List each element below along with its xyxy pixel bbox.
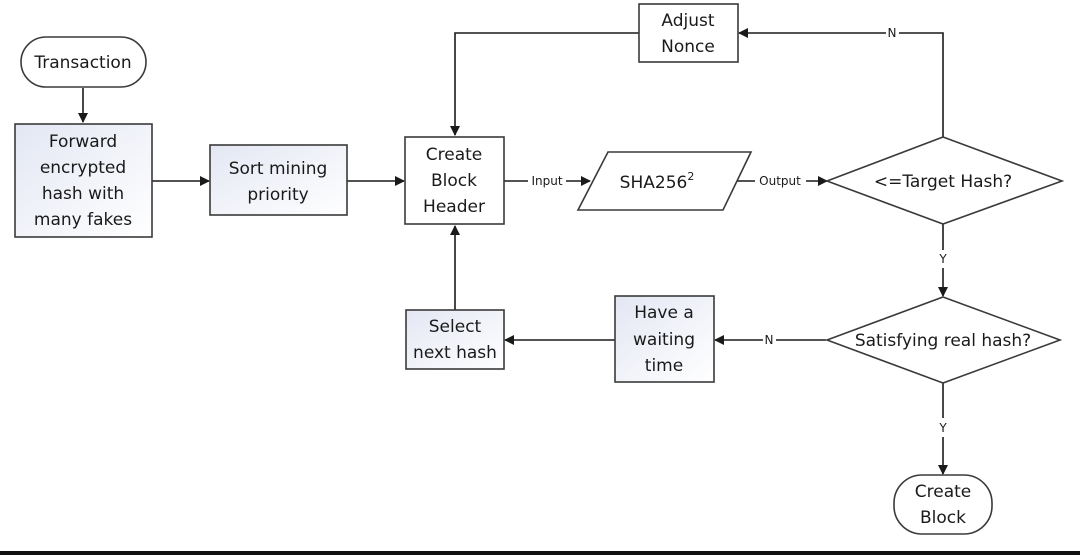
- decision-shape: [824, 136, 1065, 225]
- node-target-hash-label: <=Target Hash?: [874, 172, 1012, 192]
- node-select: Select next hash: [405, 309, 505, 370]
- edges: [78, 28, 948, 475]
- node-create-header-line-3: Header: [423, 197, 485, 217]
- node-sha256: SHA2562: [576, 151, 753, 211]
- node-forward-line-4: many fakes: [34, 210, 132, 230]
- node-adjust-nonce: Adjust Nonce: [638, 3, 739, 63]
- bottom-border: [0, 551, 1080, 555]
- edge-label-target-yes: Y: [938, 252, 947, 266]
- node-wait-line-1: Have a: [634, 303, 694, 323]
- node-create-block: Create Block: [893, 474, 993, 535]
- edge-label-satisfy-no: N: [765, 333, 774, 347]
- data-shape: [576, 151, 753, 211]
- edge-target-no-up: [899, 32, 944, 137]
- process-shape: [209, 144, 348, 216]
- node-forward-line-2: encrypted: [40, 158, 126, 178]
- node-sort: Sort mining priority: [209, 144, 348, 216]
- node-target-hash: <=Target Hash?: [824, 136, 1065, 225]
- terminator-shape: [20, 36, 147, 88]
- node-forward: Forward encrypted hash with many fakes: [14, 123, 153, 238]
- node-select-line-2: next hash: [413, 343, 497, 363]
- sha-superscript: 2: [687, 170, 694, 183]
- node-forward-line-1: Forward: [49, 132, 117, 152]
- node-create-header-line-2: Block: [431, 171, 477, 191]
- process-shape: [404, 136, 505, 225]
- node-sha256-label: SHA2562: [620, 170, 695, 193]
- node-create-block-line-1: Create: [915, 482, 972, 502]
- node-satisfy-label: Satisfying real hash?: [855, 331, 1031, 351]
- edge-label-input: Input: [531, 174, 562, 188]
- process-shape: [638, 3, 739, 63]
- edge-nonce-to-header: [450, 32, 639, 136]
- node-adjust-nonce-line-1: Adjust: [661, 11, 714, 31]
- decision-shape: [824, 296, 1063, 384]
- process-shape: [614, 295, 715, 383]
- node-adjust-nonce-line-2: Nonce: [661, 37, 715, 57]
- node-create-block-line-2: Block: [920, 508, 966, 528]
- terminator-shape: [893, 474, 993, 535]
- sha-text: SHA256: [620, 173, 688, 193]
- node-transaction-label: Transaction: [33, 53, 131, 73]
- node-create-header-line-1: Create: [426, 145, 483, 165]
- node-forward-line-3: hash with: [42, 184, 124, 204]
- edge-label-output: Output: [759, 174, 801, 188]
- node-select-line-1: Select: [429, 317, 482, 337]
- node-satisfy: Satisfying real hash?: [824, 296, 1063, 384]
- process-shape: [14, 123, 153, 238]
- process-shape: [405, 309, 505, 370]
- node-create-header: Create Block Header: [404, 136, 505, 225]
- node-wait: Have a waiting time: [614, 295, 715, 383]
- node-transaction: Transaction: [20, 36, 147, 88]
- edge-label-target-no: N: [888, 26, 897, 40]
- node-sort-line-1: Sort mining: [229, 159, 328, 179]
- edge-label-satisfy-yes: Y: [938, 421, 947, 435]
- node-wait-line-3: time: [645, 356, 683, 376]
- node-wait-line-2: waiting: [633, 330, 695, 350]
- node-sort-line-2: priority: [247, 185, 308, 205]
